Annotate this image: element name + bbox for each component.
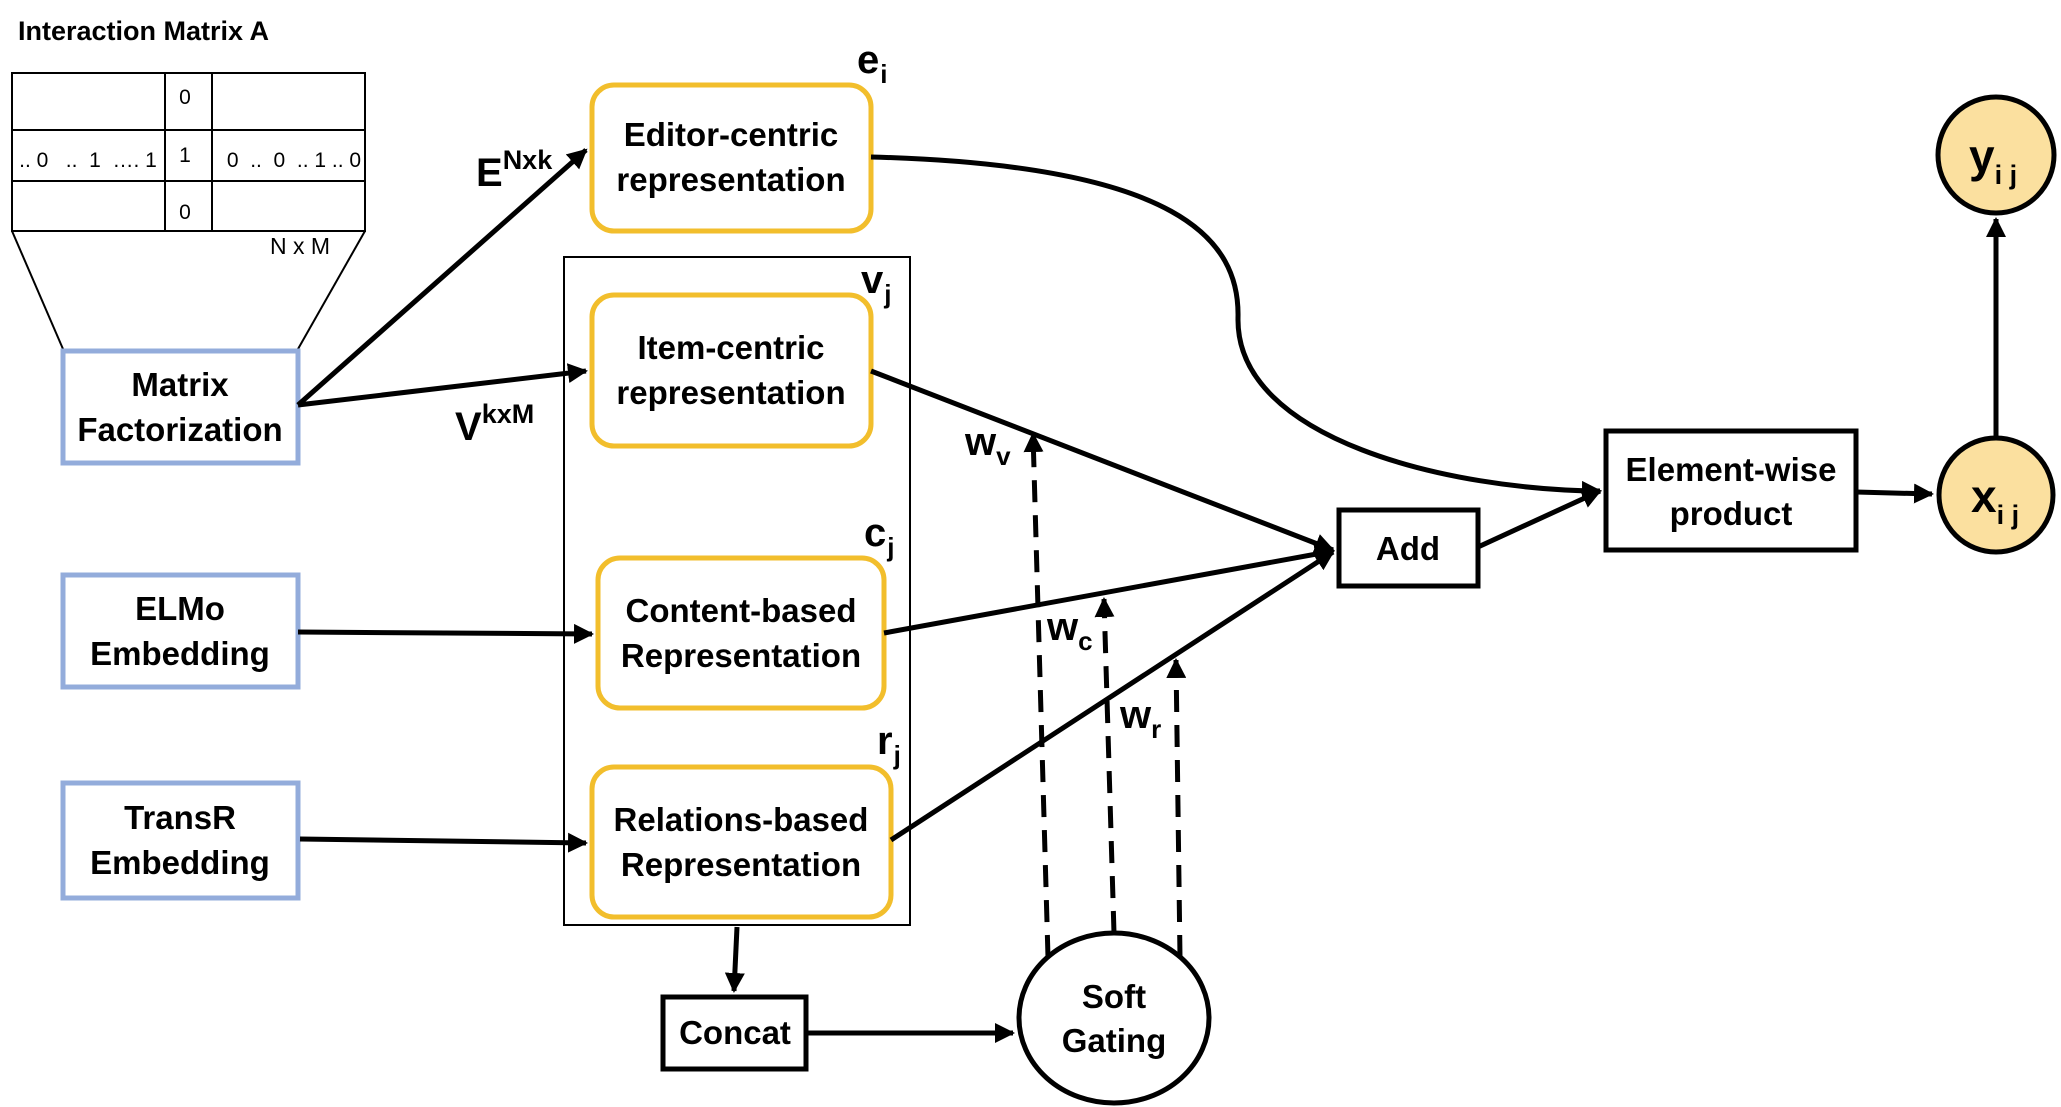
content-line-2: Representation <box>621 637 861 674</box>
relations-line-2: Representation <box>621 846 861 883</box>
arrow-group-to-concat <box>724 926 745 993</box>
svg-text:representation: representation <box>616 161 845 198</box>
matrix-top-cell: 0 <box>179 86 191 109</box>
svg-text:product: product <box>1670 495 1793 532</box>
content-based-box: Content-based Representation <box>595 555 887 711</box>
matrix-row-left: .. 0 .. 1 …. 1 <box>19 149 157 172</box>
gating-line-2: Gating <box>1062 1022 1167 1059</box>
transr-embedding-box: TransR Embedding <box>60 780 301 901</box>
interaction-matrix: 0 .. 0 .. 1 …. 1 1 0 .. 0 .. 1 .. 0 0 N … <box>11 72 366 259</box>
elmo-embedding-box: ELMo Embedding <box>60 572 301 690</box>
svg-text:Editor-centric: Editor-centric <box>624 116 839 153</box>
mf-line-1: Matrix <box>131 366 229 403</box>
dashed-arrow-wc <box>1094 597 1117 934</box>
gating-line-1: Soft <box>1082 978 1146 1015</box>
transr-line-2: Embedding <box>90 844 270 881</box>
svg-text:Embedding: Embedding <box>90 635 270 672</box>
svg-text:Representation: Representation <box>621 846 861 883</box>
svg-text:Factorization: Factorization <box>77 411 282 448</box>
svg-text:xi j: xi j <box>1971 470 2019 530</box>
transr-line-1: TransR <box>124 799 236 836</box>
item-centric-box: Item-centric representation <box>589 292 874 449</box>
arrow-mf-to-editor <box>296 148 588 407</box>
elmo-line-2: Embedding <box>90 635 270 672</box>
matrix-projection-left <box>11 230 64 350</box>
output-x-node: xi j <box>1936 435 2056 555</box>
matrix-title: Interaction Matrix A <box>18 16 269 46</box>
matrix-bottom-cell: 0 <box>179 201 191 224</box>
editor-centric-box: Editor-centric representation <box>589 82 874 234</box>
matrix-row-right: 0 .. 0 .. 1 .. 0 <box>227 149 361 172</box>
dashed-arrow-wv <box>1023 432 1051 958</box>
item-line-2: representation <box>616 374 845 411</box>
editor-line-2: representation <box>616 161 845 198</box>
dashed-arrow-wr <box>1166 658 1187 958</box>
svg-text:Soft: Soft <box>1082 978 1146 1015</box>
relations-based-box: Relations-based Representation <box>589 764 894 920</box>
svg-text:yi j: yi j <box>1969 130 2017 190</box>
relations-symbol: rj <box>877 719 901 770</box>
element-wise-product-box: Element-wise product <box>1603 428 1859 553</box>
svg-text:Matrix: Matrix <box>131 366 229 403</box>
content-line-1: Content-based <box>626 592 857 629</box>
arrow-item-to-add <box>870 368 1335 553</box>
arrow-relations-to-add <box>889 549 1335 843</box>
weight-wv-label: wv <box>964 420 1011 471</box>
y-base: y <box>1969 130 1995 182</box>
elmo-line-1: ELMo <box>135 590 225 627</box>
product-line-1: Element-wise <box>1626 451 1837 488</box>
matrix-factorization-box: Matrix Factorization <box>60 348 301 466</box>
svg-text:ELMo: ELMo <box>135 590 225 627</box>
svg-text:Representation: Representation <box>621 637 861 674</box>
relations-line-1: Relations-based <box>614 801 869 838</box>
arrow-product-to-x <box>1855 483 1934 504</box>
product-line-2: product <box>1670 495 1793 532</box>
x-base: x <box>1971 470 1997 522</box>
weight-wr-label: wr <box>1119 693 1161 744</box>
output-y-node: yi j <box>1935 94 2057 216</box>
item-line-1: Item-centric <box>637 329 824 366</box>
svg-text:Content-based: Content-based <box>626 592 857 629</box>
content-symbol: cj <box>864 511 894 562</box>
v-matrix-label: VkxM <box>455 399 534 449</box>
x-sub: i j <box>1997 500 2020 530</box>
svg-text:representation: representation <box>616 374 845 411</box>
e-matrix-label: ENxk <box>476 145 553 195</box>
arrow-elmo-to-content <box>297 623 594 644</box>
soft-gating-node: Soft Gating <box>1016 930 1212 1106</box>
item-symbol: vj <box>861 258 891 309</box>
editor-line-1: Editor-centric <box>624 116 839 153</box>
editor-symbol: ei <box>857 38 887 89</box>
matrix-center-cell: 1 <box>179 144 191 167</box>
concat-box: Concat <box>660 994 809 1072</box>
concat-label: Concat <box>679 1014 791 1051</box>
svg-text:TransR: TransR <box>124 799 236 836</box>
arrow-transr-to-relations <box>299 832 588 853</box>
y-sub: i j <box>1995 160 2018 190</box>
arrow-mf-to-item <box>297 363 588 408</box>
svg-text:Relations-based: Relations-based <box>614 801 869 838</box>
svg-text:Element-wise: Element-wise <box>1626 451 1837 488</box>
mf-line-2: Factorization <box>77 411 282 448</box>
svg-text:Embedding: Embedding <box>90 844 270 881</box>
item-representations-group <box>563 256 911 926</box>
weight-wc-label: wc <box>1046 605 1093 656</box>
arrow-add-to-product <box>1476 488 1602 550</box>
svg-text:Gating: Gating <box>1062 1022 1167 1059</box>
matrix-dims: N x M <box>270 233 330 259</box>
add-label: Add <box>1376 530 1440 567</box>
arrow-editor-to-product <box>870 154 1602 501</box>
arrow-content-to-add <box>883 544 1335 636</box>
add-box: Add <box>1336 507 1481 589</box>
matrix-projection-right <box>297 230 366 350</box>
svg-text:Item-centric: Item-centric <box>637 329 824 366</box>
